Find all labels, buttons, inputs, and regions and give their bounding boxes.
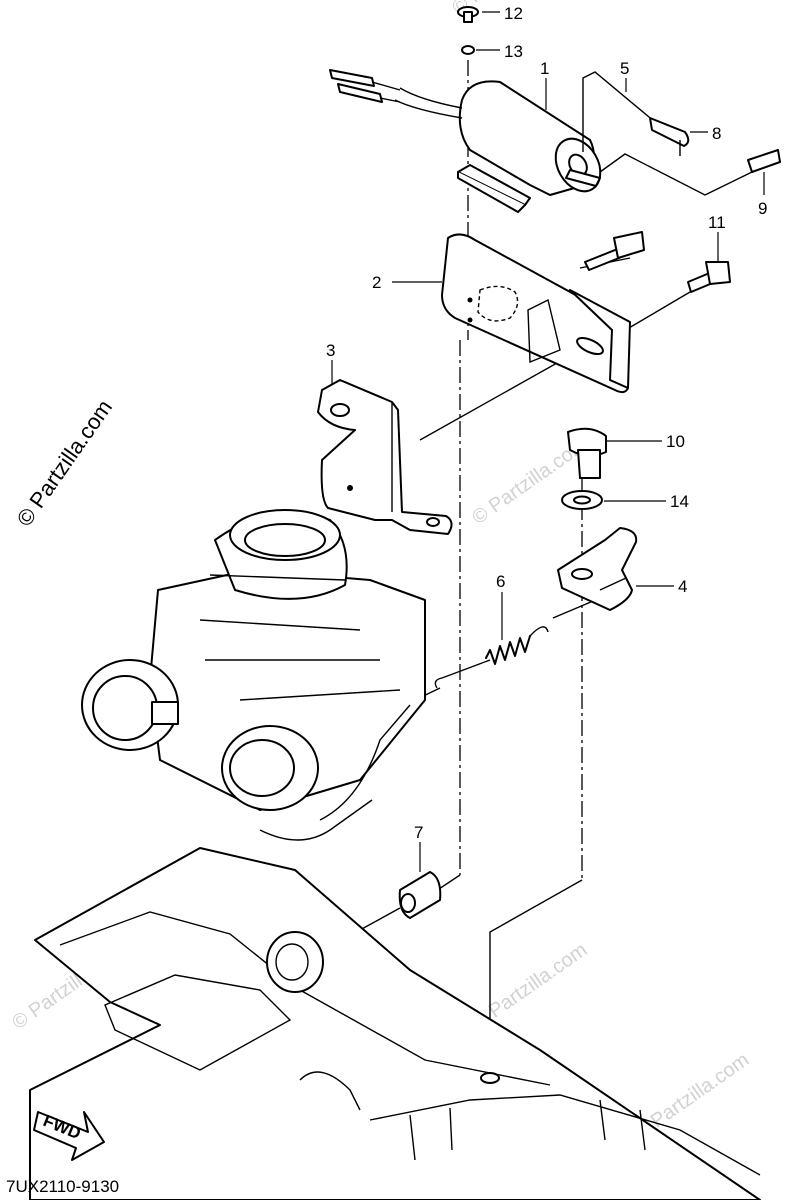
part-12-screw (457, 6, 479, 23)
part-7-spacer (398, 871, 442, 919)
callout-6: 6 (496, 572, 505, 591)
part-5-rod (582, 71, 690, 156)
carburetor (81, 509, 426, 841)
part-2-bracket (441, 233, 631, 394)
part-13-washer (461, 45, 475, 55)
watermark-main: © Partzilla.com (12, 395, 118, 531)
part-11-bolt (687, 261, 731, 293)
part-1-solenoid (329, 69, 602, 213)
callout-13: 13 (504, 42, 523, 61)
callout-1: 1 (540, 59, 549, 78)
part-6-spring (434, 626, 549, 689)
part-3-bracket (317, 379, 453, 535)
callout-2: 2 (372, 273, 381, 292)
callout-8: 8 (712, 124, 721, 143)
callout-14: 14 (670, 492, 689, 511)
part-9-clip (747, 149, 781, 173)
callout-7: 7 (414, 823, 423, 842)
diagram-code: 7UX2110-9130 (6, 1177, 119, 1196)
bracket-bolt (584, 231, 645, 271)
callout-5: 5 (620, 59, 629, 78)
callout-4: 4 (678, 577, 687, 596)
leader-lines (331, 11, 765, 872)
part-10-bolt (567, 427, 607, 479)
callouts: 12 13 1 5 8 9 11 2 3 10 14 4 6 7 (326, 4, 767, 842)
callout-9: 9 (758, 199, 767, 218)
callout-10: 10 (666, 432, 685, 451)
callout-12: 12 (504, 4, 523, 23)
assembly-lines (359, 60, 753, 1072)
part-14-washer (561, 490, 603, 510)
callout-3: 3 (326, 341, 335, 360)
engine-base (29, 847, 761, 1200)
part-4-bracket (557, 527, 638, 611)
callout-11: 11 (708, 213, 726, 232)
